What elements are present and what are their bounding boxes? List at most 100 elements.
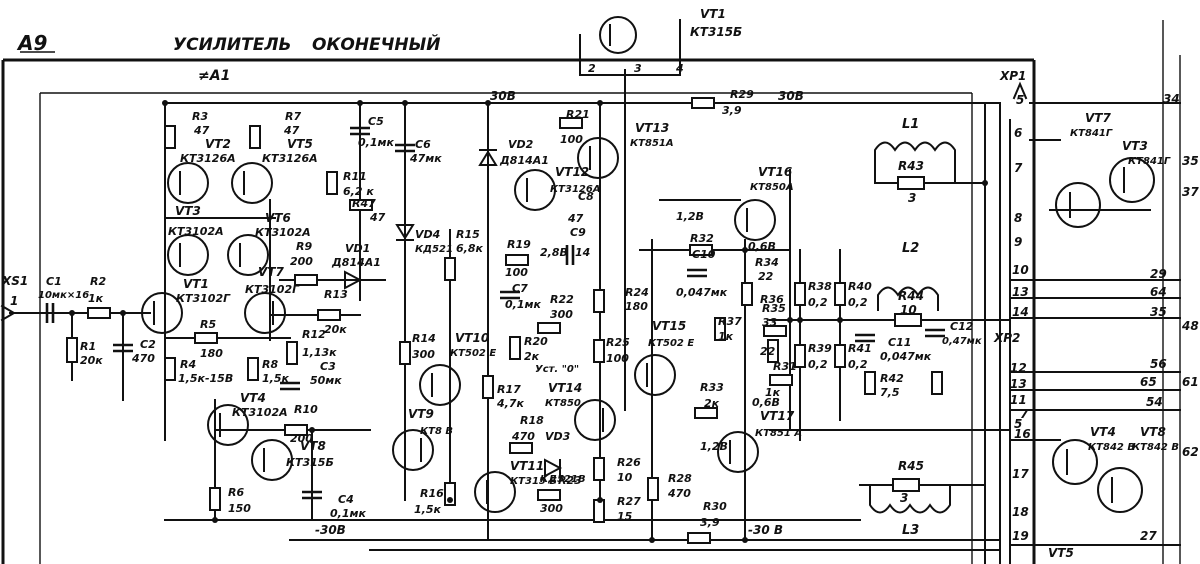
voltage-plus30-left: 30В bbox=[490, 89, 516, 103]
label-c7-ref: C7 bbox=[512, 282, 528, 295]
resistor-r23 bbox=[537, 489, 561, 501]
label-r33-ref: R33 bbox=[700, 381, 724, 394]
capacitor-c12 bbox=[925, 328, 945, 338]
label-r22-ref: R22 bbox=[550, 293, 574, 306]
transistor-vt4 bbox=[207, 404, 249, 446]
edge-number: 61 bbox=[1182, 375, 1199, 389]
label-vd1-type: Д814А1 bbox=[331, 256, 381, 269]
input-arrow-icon bbox=[0, 304, 16, 322]
label-r16-ref: R16 bbox=[420, 487, 444, 500]
capacitor-c4 bbox=[302, 490, 322, 500]
label-r31-val: 1к bbox=[765, 386, 781, 399]
label-r40-val: 0,2 bbox=[848, 296, 868, 309]
label-vt7-ref: VT7 bbox=[258, 265, 284, 279]
label-vt7out-ref: VT3 bbox=[1122, 139, 1148, 153]
capacitor-c3 bbox=[280, 381, 300, 391]
label-r6-ref: R6 bbox=[228, 486, 244, 499]
edge-number: 62 bbox=[1182, 445, 1199, 459]
resistor-r43 bbox=[897, 176, 925, 190]
label-c1-val: 10мк×16 bbox=[38, 290, 89, 301]
label-vd3-type: КД521В bbox=[540, 474, 586, 485]
capacitor-c2 bbox=[113, 343, 133, 353]
transistor-vt1-top bbox=[599, 16, 637, 54]
transistor-vt9 bbox=[392, 429, 434, 471]
edge-number: 48 bbox=[1181, 319, 1199, 333]
title-right: ОКОНЕЧНЫЙ bbox=[312, 33, 440, 55]
label-r31-ref: R31 bbox=[773, 360, 797, 373]
label-r30-val: 3,9 bbox=[700, 516, 720, 529]
label-vt16-ref: VT16 bbox=[758, 165, 792, 179]
label-vt14-type: КТ850 bbox=[545, 398, 581, 409]
label-r41-ref: R41 bbox=[848, 342, 872, 355]
transistor-vt6 bbox=[227, 234, 269, 276]
label-vt1-top-ref: VT1 bbox=[700, 7, 726, 21]
pin-number: 6 bbox=[1014, 126, 1022, 140]
junction bbox=[485, 100, 491, 106]
label-vt11-ref: VT11 bbox=[510, 459, 544, 473]
inductor-l2 bbox=[877, 286, 939, 311]
label-r10-ref: R10 bbox=[294, 403, 318, 416]
pin-number: 5 bbox=[1016, 93, 1024, 107]
connector-xp1-label: XP1 bbox=[999, 69, 1026, 83]
junction bbox=[309, 427, 315, 433]
edge-number: 54 bbox=[1146, 395, 1163, 409]
resistor-r37 bbox=[769, 374, 793, 386]
label-c8-val: 47 bbox=[567, 212, 584, 225]
label-r9-ref: R9 bbox=[296, 240, 312, 253]
transistor-vt7-out bbox=[1109, 157, 1155, 203]
resistor-r3 bbox=[164, 125, 176, 149]
label-r1-val: 20к bbox=[80, 354, 103, 367]
junction bbox=[649, 537, 655, 543]
capacitor-c11 bbox=[855, 333, 875, 343]
edge-number: 34 bbox=[1163, 92, 1180, 106]
label-vt3-ref: VT3 bbox=[175, 204, 201, 218]
label-r2-val: 1к bbox=[88, 292, 104, 305]
edge-number: 37 bbox=[1182, 185, 1199, 199]
label-r35-ref: R35 bbox=[762, 302, 786, 315]
label-vt16-type: КТ850А bbox=[750, 182, 794, 193]
label-c8-ref: C8 bbox=[578, 190, 594, 203]
transistor-vt13 bbox=[577, 137, 619, 179]
output-arrow-icon bbox=[1012, 81, 1028, 100]
label-r38-val: 0,2 bbox=[808, 296, 828, 309]
resistor-r30 bbox=[687, 532, 711, 544]
transistor-vt2 bbox=[167, 162, 209, 204]
pin-number: 10 bbox=[1012, 263, 1029, 277]
label-vt15-ref: VT15 bbox=[652, 319, 686, 333]
label-r30-ref: R30 bbox=[703, 500, 727, 513]
label-c5-val: 0,1мк bbox=[358, 136, 394, 149]
label-l3: L3 bbox=[902, 523, 919, 538]
resistor-r35 bbox=[767, 339, 779, 363]
label-vt5-bottom: VT5 bbox=[1048, 546, 1074, 560]
label-r39-val: 0,2 bbox=[808, 358, 828, 371]
label-c6-ref: C6 bbox=[415, 138, 431, 151]
junction bbox=[402, 100, 408, 106]
label-r34-val: 22 bbox=[758, 270, 774, 283]
label-r17-val: 4,7к bbox=[496, 397, 524, 410]
label-c12-val: 0,47мк bbox=[942, 336, 982, 347]
label-r28-val: 470 bbox=[667, 487, 691, 500]
label-vt5-ref: VT5 bbox=[287, 137, 313, 151]
resistor-r22 bbox=[537, 322, 561, 334]
label-r42-val: 7,5 bbox=[880, 386, 900, 399]
label-c7-val: 0,1мк bbox=[505, 298, 541, 311]
resistor-r45 bbox=[892, 478, 920, 492]
pin-number: 11 bbox=[1010, 393, 1027, 407]
resistor-r25 bbox=[593, 339, 605, 363]
label-r19-ref: R19 bbox=[507, 238, 531, 251]
pin-number: 5 bbox=[1014, 417, 1022, 431]
label-r23-val: 300 bbox=[540, 502, 563, 515]
connector-xp2-label: XP2 bbox=[993, 331, 1020, 345]
junction bbox=[742, 247, 748, 253]
label-vt7out-type: КТ841Г bbox=[1128, 156, 1171, 167]
label-r38-ref: R38 bbox=[808, 280, 832, 293]
pin-number: 16 bbox=[1014, 427, 1031, 441]
pin-number: 18 bbox=[1012, 505, 1029, 519]
label-r47-val: 47 bbox=[369, 211, 386, 224]
label-vt3out-ref: VT7 bbox=[1085, 111, 1111, 125]
resistor-r11 bbox=[326, 171, 338, 195]
transistor-vt15 bbox=[634, 354, 676, 396]
transistor-vt12 bbox=[514, 169, 556, 211]
label-vt8out-type: КТ842 В bbox=[1132, 442, 1179, 453]
label-r37-ref: R37 bbox=[718, 315, 742, 328]
